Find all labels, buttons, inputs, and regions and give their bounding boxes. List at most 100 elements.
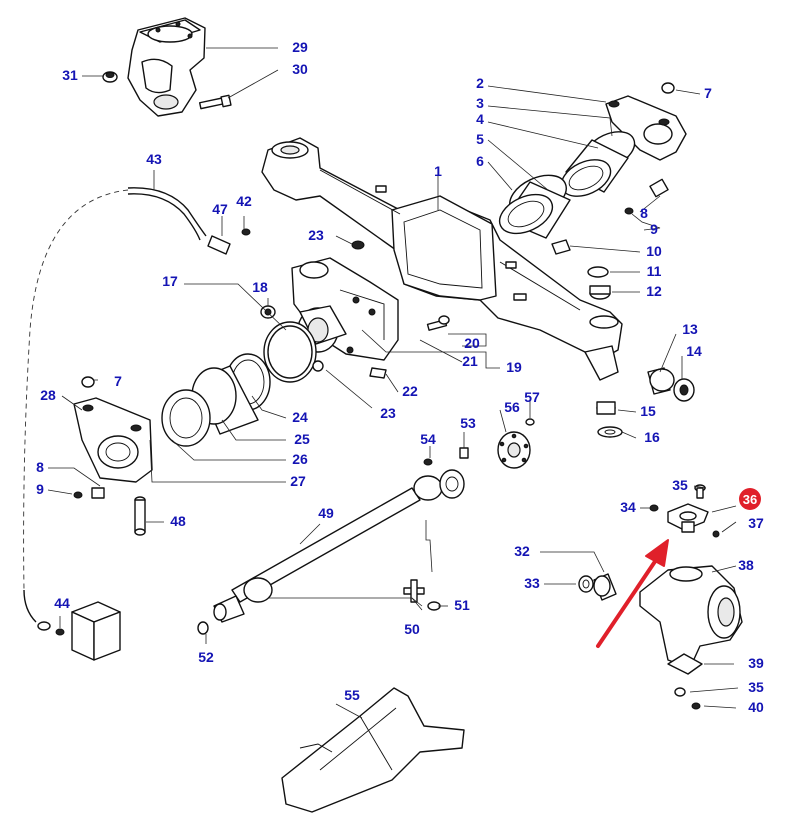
callout-c32[interactable]: 32 [514, 543, 530, 559]
callout-label: 57 [524, 389, 540, 405]
callout-c55[interactable]: 55 [344, 687, 360, 703]
callout-label: 8 [640, 205, 648, 221]
callout-c21[interactable]: 21 [462, 353, 478, 369]
callout-label: 9 [36, 481, 44, 497]
callout-c8b[interactable]: 8 [36, 459, 44, 475]
hydraulic-hose [23, 187, 251, 636]
callout-c36[interactable]: 36 [739, 488, 761, 510]
callout-c38[interactable]: 38 [738, 557, 754, 573]
callout-c52[interactable]: 52 [198, 649, 214, 665]
callout-label: 6 [476, 153, 484, 169]
callout-c53[interactable]: 53 [460, 415, 476, 431]
callout-c37[interactable]: 37 [748, 515, 764, 531]
bearing-cap-28 [73, 397, 153, 483]
callout-label: 9 [650, 221, 658, 237]
callout-c3[interactable]: 3 [476, 95, 484, 111]
callout-c42[interactable]: 42 [236, 193, 252, 209]
callout-c10[interactable]: 10 [646, 243, 662, 259]
callout-c28[interactable]: 28 [40, 387, 56, 403]
callout-label: 16 [644, 429, 660, 445]
callout-c51[interactable]: 51 [454, 597, 470, 613]
callout-label: 56 [504, 399, 520, 415]
callout-label: 54 [420, 431, 436, 447]
callout-c4[interactable]: 4 [476, 111, 484, 127]
callout-c48[interactable]: 48 [170, 513, 186, 529]
callout-c22[interactable]: 22 [402, 383, 418, 399]
callout-label: 53 [460, 415, 476, 431]
callout-label: 25 [294, 431, 310, 447]
fittings-7-8-9-left [73, 376, 105, 499]
leader-lines [47, 47, 739, 719]
callout-label: 42 [236, 193, 252, 209]
callout-label: 29 [292, 39, 308, 55]
axle-housing [261, 137, 623, 381]
callout-c16[interactable]: 16 [644, 429, 660, 445]
callout-c31[interactable]: 31 [62, 67, 78, 83]
callout-label: 49 [318, 505, 334, 521]
callout-label: 44 [54, 595, 70, 611]
callout-label: 5 [476, 131, 484, 147]
callout-c25[interactable]: 25 [294, 431, 310, 447]
callout-c17[interactable]: 17 [162, 273, 178, 289]
callout-label: 52 [198, 649, 214, 665]
callout-c11[interactable]: 11 [647, 263, 662, 279]
callout-c23b[interactable]: 23 [380, 405, 396, 421]
callout-c18[interactable]: 18 [252, 279, 268, 295]
callout-c24[interactable]: 24 [292, 409, 308, 425]
callout-c1[interactable]: 1 [434, 163, 442, 179]
callout-c26[interactable]: 26 [292, 451, 308, 467]
callout-label: 55 [344, 687, 360, 703]
callout-c12[interactable]: 12 [646, 283, 662, 299]
callout-c27[interactable]: 27 [290, 473, 306, 489]
callout-label: 10 [646, 243, 662, 259]
callout-c40[interactable]: 40 [748, 699, 764, 715]
callout-c44[interactable]: 44 [54, 595, 70, 611]
callout-c6[interactable]: 6 [476, 153, 484, 169]
callout-label: 28 [40, 387, 56, 403]
callout-c47[interactable]: 47 [212, 201, 228, 217]
callout-c2[interactable]: 2 [476, 75, 484, 91]
callout-c30[interactable]: 30 [292, 61, 308, 77]
callout-label: 50 [404, 621, 420, 637]
nut-31 [102, 71, 118, 83]
callout-label: 17 [162, 273, 178, 289]
callout-c49[interactable]: 49 [318, 505, 334, 521]
callout-c23a[interactable]: 23 [308, 227, 324, 243]
propeller-shaft [213, 447, 469, 623]
callout-label: 39 [748, 655, 764, 671]
callout-c5[interactable]: 5 [476, 131, 484, 147]
callout-c43[interactable]: 43 [146, 151, 162, 167]
callout-c50[interactable]: 50 [404, 621, 420, 637]
callout-c33[interactable]: 33 [524, 575, 540, 591]
callout-c7a[interactable]: 7 [704, 85, 712, 101]
callout-c9b[interactable]: 9 [36, 481, 44, 497]
callout-c20[interactable]: 20 [464, 335, 480, 351]
callout-c19[interactable]: 19 [506, 359, 522, 375]
callout-c35b[interactable]: 35 [748, 679, 764, 695]
callout-c35a[interactable]: 35 [672, 477, 688, 493]
callout-c56[interactable]: 56 [504, 399, 520, 415]
callout-c9a[interactable]: 9 [650, 221, 658, 237]
callout-label: 26 [292, 451, 308, 467]
callout-c57[interactable]: 57 [524, 389, 540, 405]
bushings-13-16 [596, 367, 695, 438]
callout-c14[interactable]: 14 [686, 343, 702, 359]
callout-c39[interactable]: 39 [748, 655, 764, 671]
callout-c8a[interactable]: 8 [640, 205, 648, 221]
bearing-race-5 [498, 174, 571, 239]
callout-label: 33 [524, 575, 540, 591]
callout-label: 38 [738, 557, 754, 573]
callout-c7b[interactable]: 7 [114, 373, 122, 389]
filter-box [71, 601, 121, 661]
steering-knuckle [639, 565, 743, 710]
callout-c29[interactable]: 29 [292, 39, 308, 55]
callout-c34[interactable]: 34 [620, 499, 636, 515]
universal-joint-50 [197, 579, 441, 635]
callout-label: 12 [646, 283, 662, 299]
callout-label: 35 [748, 679, 764, 695]
callout-c13[interactable]: 13 [682, 321, 698, 337]
callout-c54[interactable]: 54 [420, 431, 436, 447]
callout-c15[interactable]: 15 [640, 403, 656, 419]
callout-label: 7 [704, 85, 712, 101]
